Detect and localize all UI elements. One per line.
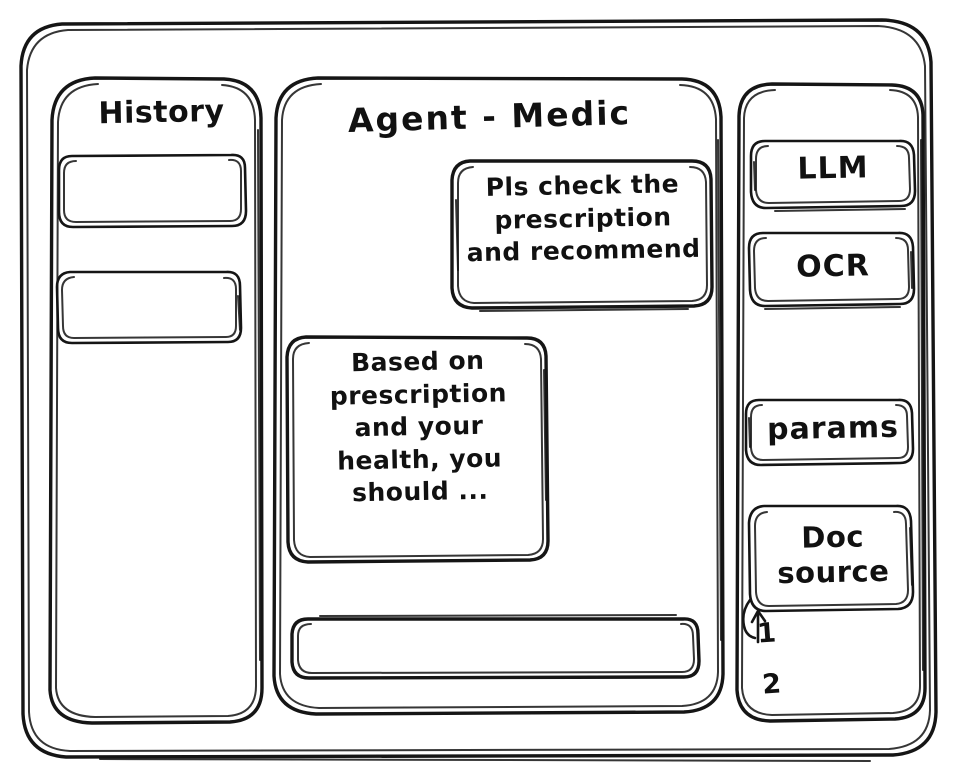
history-item-2-outline <box>55 270 243 345</box>
composer-input[interactable] <box>292 618 699 678</box>
ocr-button[interactable] <box>749 232 914 306</box>
history-item-1-outline <box>57 153 248 229</box>
ocr-button-outline <box>747 231 916 310</box>
user-message-outline <box>450 159 714 312</box>
doc-source-button-outline <box>747 504 915 613</box>
llm-button[interactable] <box>751 140 915 208</box>
doc-source-connector-arrow <box>741 598 767 644</box>
tools-panel-outline <box>735 82 927 723</box>
user-message-bubble <box>452 161 712 308</box>
agent-message-bubble <box>287 337 548 562</box>
params-button-outline <box>744 398 915 467</box>
agent-panel-outline <box>272 76 725 716</box>
composer-outline <box>290 614 701 680</box>
agent-message-outline <box>285 335 550 564</box>
window-frame <box>19 18 938 762</box>
doc-source-button[interactable] <box>749 505 913 611</box>
history-panel-outline <box>48 76 264 725</box>
params-button[interactable] <box>746 399 913 465</box>
history-item-1[interactable] <box>59 155 246 227</box>
llm-button-outline <box>749 139 917 212</box>
history-item-2[interactable] <box>57 272 241 343</box>
